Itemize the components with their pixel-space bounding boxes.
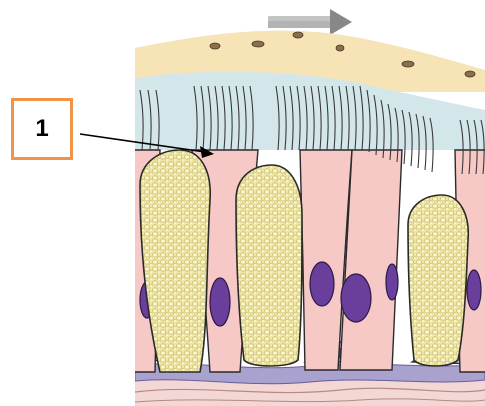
label-box: 1	[11, 98, 73, 160]
label-number: 1	[35, 115, 48, 143]
